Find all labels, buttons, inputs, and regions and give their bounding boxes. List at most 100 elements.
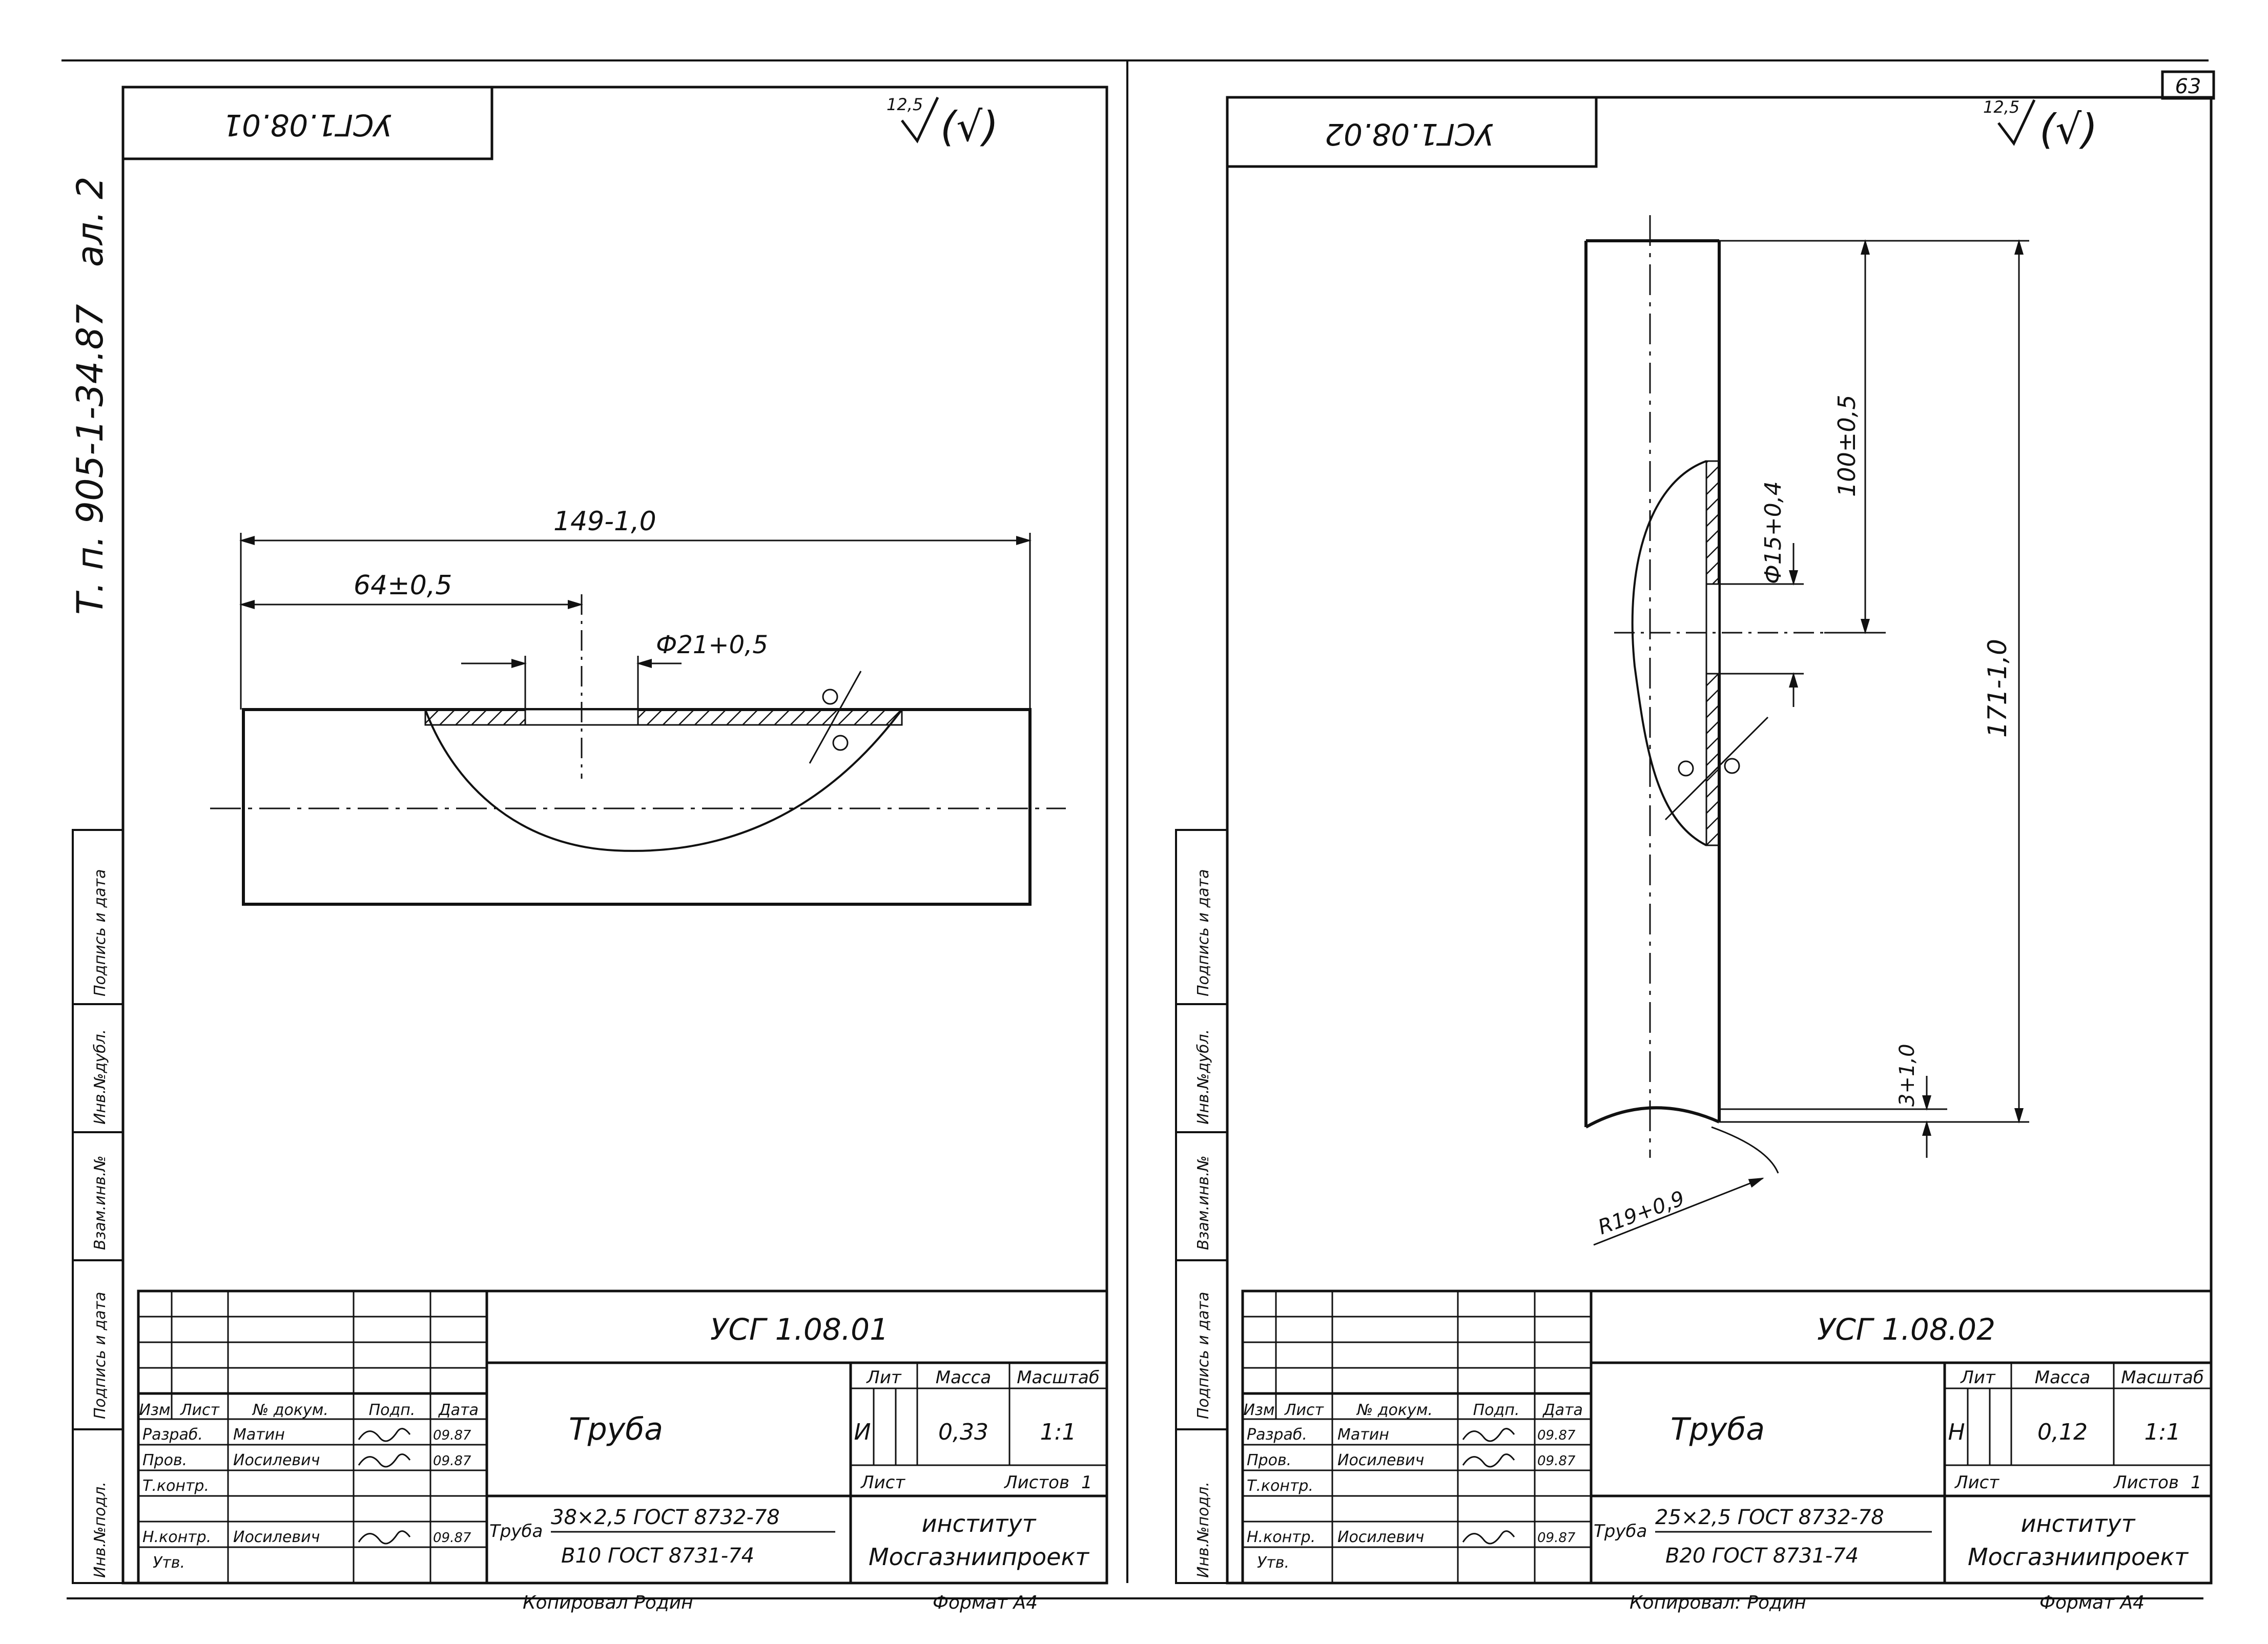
- svg-text:№ докум.: № докум.: [252, 1401, 328, 1419]
- svg-text:Т.контр.: Т.контр.: [142, 1477, 209, 1495]
- svg-text:09.87: 09.87: [1537, 1453, 1576, 1469]
- sheet-2-pipe-drawing: Ф15+0,4 100±0,5 171-1,0 3+1,0 R19+0,9: [1584, 215, 2029, 1246]
- svg-text:Изм: Изм: [139, 1401, 170, 1419]
- sheet-1-mass: 0,33: [938, 1419, 988, 1445]
- sheet-1-org-1: институт: [922, 1510, 1037, 1537]
- svg-text:Листов: Листов: [1003, 1472, 1069, 1493]
- svg-text:Иосилевич: Иосилевич: [233, 1528, 320, 1546]
- sheet-2-scale: 1:1: [2145, 1419, 2181, 1445]
- svg-text:09.87: 09.87: [433, 1530, 471, 1546]
- sheet-1-title-block: УСГ 1.08.01 Труба Изм Лист № докум. Подп…: [137, 1289, 1108, 1585]
- svg-text:Матин: Матин: [1337, 1426, 1389, 1444]
- svg-text:Подп.: Подп.: [369, 1401, 416, 1419]
- svg-text:(√): (√): [940, 103, 998, 151]
- svg-text:Пров.: Пров.: [1247, 1451, 1291, 1469]
- svg-text:Иосилевич: Иосилевич: [1337, 1451, 1424, 1469]
- svg-text:Пров.: Пров.: [142, 1451, 187, 1469]
- side-stamp-2-a: Инв.№подл.: [1194, 1482, 1212, 1578]
- svg-text:Иосилевич: Иосилевич: [233, 1451, 320, 1469]
- sheet-2-org-1: институт: [2021, 1510, 2136, 1537]
- sheet-2-material-2: В20 ГОСТ 8731-74: [1665, 1544, 1859, 1568]
- sheet-2-dim-offset: 100±0,5: [1833, 395, 1861, 497]
- sheet-2-format: Формат А4: [2039, 1592, 2145, 1613]
- svg-text:Т.контр.: Т.контр.: [1247, 1477, 1313, 1495]
- svg-text:Разраб.: Разраб.: [1247, 1426, 1307, 1444]
- sheet-2-dim-hole: Ф15+0,4: [1760, 481, 1786, 584]
- sheet-2-title-block: УСГ 1.08.02 Труба Изм Лист № докум. Подп…: [1241, 1289, 2213, 1585]
- svg-text:Лист: Лист: [1284, 1401, 1325, 1419]
- sheet-2-copied: Копировал: Родин: [1630, 1592, 1806, 1613]
- svg-text:Лист: Лист: [180, 1401, 220, 1419]
- svg-text:Труба: Труба: [1594, 1521, 1647, 1542]
- sheet-1-inverted-code: УСГ1.08.01: [223, 108, 392, 142]
- side-stamp-1-b: Подпись и дата: [91, 1292, 109, 1420]
- sheet-1-dim-offset: 64±0,5: [354, 570, 452, 601]
- sheet-2-inverted-code: УСГ1.08.02: [1325, 117, 1494, 152]
- svg-text:Листов: Листов: [2113, 1472, 2179, 1493]
- svg-text:Иосилевич: Иосилевич: [1337, 1528, 1424, 1546]
- svg-text:Н.контр.: Н.контр.: [142, 1528, 211, 1546]
- sheet-1-material-1: 38×2,5 ГОСТ 8732-78: [551, 1506, 780, 1529]
- sheet-1-frame: [121, 86, 1108, 1585]
- svg-text:Подп.: Подп.: [1473, 1401, 1520, 1419]
- svg-text:Матин: Матин: [233, 1426, 285, 1444]
- sheet-1-roughness-symbol: 12,5 (√): [886, 95, 998, 151]
- sheet-1-org-2: Мосгазниипроект: [869, 1543, 1089, 1571]
- svg-text:Утв.: Утв.: [153, 1554, 185, 1572]
- sheet-2-part-name: Труба: [1671, 1411, 1765, 1447]
- sheet-1-part-name: Труба: [569, 1411, 663, 1447]
- sheet-2-roughness-symbol: 12,5 (√): [1983, 97, 2097, 153]
- side-stamp-1-c: Взам.инв.№: [91, 1155, 109, 1250]
- side-stamp-2-c: Взам.инв.№: [1194, 1155, 1212, 1250]
- page-number: 63: [2175, 75, 2201, 98]
- side-stamp-1-e: Подпись и дата: [91, 869, 109, 997]
- svg-text:12,5: 12,5: [1983, 97, 2019, 117]
- sheet-2-dim-overall: 171-1,0: [1983, 639, 2012, 738]
- sheet-1-dim-hole: Ф21+0,5: [656, 631, 768, 659]
- svg-text:09.87: 09.87: [1537, 1428, 1576, 1443]
- sheet-2-mass: 0,12: [2037, 1419, 2088, 1445]
- svg-text:Масса: Масса: [2035, 1367, 2090, 1388]
- series-code: Т. п. 905-1-34.87 ал. 2: [69, 176, 111, 615]
- svg-text:1: 1: [2191, 1472, 2202, 1493]
- sheet-1-side-stamp: [72, 829, 124, 1584]
- svg-text:09.87: 09.87: [433, 1453, 471, 1469]
- svg-text:Дата: Дата: [438, 1401, 479, 1419]
- side-stamp-2-d: Инв.№дубл.: [1194, 1029, 1212, 1125]
- sheet-2-code-box: [1226, 96, 1598, 168]
- svg-text:№ докум.: № докум.: [1356, 1401, 1433, 1419]
- svg-text:Масштаб: Масштаб: [2121, 1367, 2204, 1388]
- side-stamp-1-a: Инв.№подл.: [91, 1482, 109, 1578]
- sheet-1-copied: Копировал Родин: [523, 1592, 693, 1613]
- sheet-2-org-2: Мосгазниипроект: [1968, 1543, 2189, 1571]
- sheet-2-dim-radius: R19+0,9: [1595, 1187, 1688, 1239]
- side-stamp-2-e: Подпись и дата: [1194, 869, 1212, 997]
- svg-text:Разраб.: Разраб.: [142, 1426, 203, 1444]
- svg-text:Лит: Лит: [1960, 1367, 1996, 1388]
- sheet-2-lit: Н: [1948, 1419, 1965, 1445]
- svg-text:12,5: 12,5: [886, 95, 923, 114]
- svg-text:09.87: 09.87: [433, 1428, 471, 1443]
- sheet-2-dim-end: 3+1,0: [1895, 1044, 1919, 1107]
- sheet-2: Инв.№подл. Подпись и дата Взам.инв.№ Инв…: [1175, 96, 2213, 1613]
- sheet-1-format: Формат А4: [933, 1592, 1038, 1613]
- sheet-2-designation: УСГ 1.08.02: [1817, 1312, 1995, 1347]
- sheet-1: Инв.№подл. Подпись и дата Взам.инв.№ Инв…: [72, 86, 1108, 1613]
- side-stamp-1-d: Инв.№дубл.: [91, 1029, 109, 1125]
- svg-text:Изм: Изм: [1243, 1401, 1274, 1419]
- sheet-1-code-box: [121, 86, 493, 160]
- sheet-1-pipe-drawing: 149-1,0 64±0,5 Ф21+0,5: [210, 506, 1066, 906]
- sheet-2-side-stamp: [1175, 829, 1228, 1584]
- svg-text:Труба: Труба: [489, 1521, 543, 1542]
- side-stamp-2-b: Подпись и дата: [1194, 1292, 1212, 1420]
- sheet-1-lit: И: [854, 1419, 871, 1445]
- svg-text:Лист: Лист: [1954, 1472, 1999, 1493]
- svg-text:Масштаб: Масштаб: [1017, 1367, 1100, 1388]
- sheet-1-material-2: В10 ГОСТ 8731-74: [561, 1544, 754, 1568]
- svg-text:Лист: Лист: [860, 1472, 905, 1493]
- svg-text:Масса: Масса: [936, 1367, 991, 1388]
- sheet-1-designation: УСГ 1.08.01: [710, 1312, 889, 1347]
- svg-text:Утв.: Утв.: [1257, 1554, 1289, 1572]
- sheet-2-material-1: 25×2,5 ГОСТ 8732-78: [1655, 1506, 1884, 1529]
